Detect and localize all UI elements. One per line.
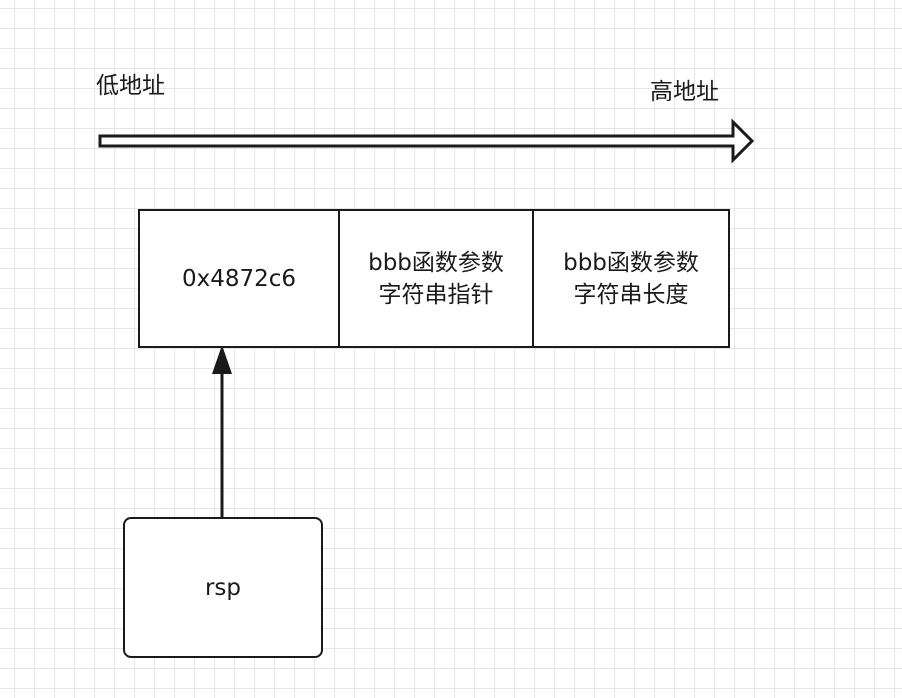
- stack-slot-return-address: 0x4872c6: [140, 211, 338, 346]
- rsp-register-box: rsp: [123, 517, 323, 658]
- low-address-label: 低地址: [96, 73, 165, 99]
- rsp-register-label: rsp: [204, 574, 242, 601]
- high-address-label: 高地址: [650, 79, 719, 105]
- stack-slot-text: 0x4872c6: [181, 265, 297, 292]
- stack-slot-text: bbb函数参数 字符串指针: [368, 249, 504, 308]
- stack-memory-row: 0x4872c6 bbb函数参数 字符串指针 bbb函数参数 字符串长度: [138, 209, 730, 348]
- stack-slot-string-pointer: bbb函数参数 字符串指针: [338, 211, 532, 346]
- address-direction-arrow: [98, 118, 755, 164]
- rsp-pointer-arrowhead: [212, 345, 232, 374]
- stack-slot-text: bbb函数参数 字符串长度: [563, 249, 699, 308]
- stack-slot-string-length: bbb函数参数 字符串长度: [532, 211, 728, 346]
